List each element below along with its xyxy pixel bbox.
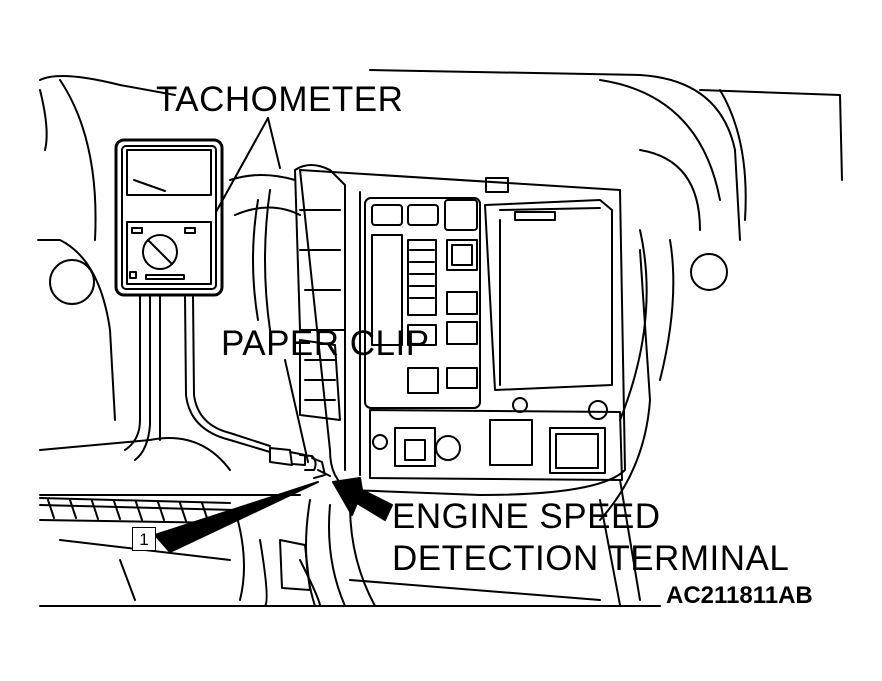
engine-speed-arrow [332,477,393,521]
paper-clip-probe [269,447,331,479]
tachometer [114,138,224,297]
engine-speed-label-line1: ENGINE SPEED [392,497,661,536]
leader-lines [215,117,309,463]
engine-speed-label-line2: DETECTION TERMINAL [392,539,790,578]
connector-block [229,164,376,607]
paper-clip-label: PAPER CLIP [221,324,430,363]
callout-wedge [154,481,319,553]
tachometer-leads [124,294,271,461]
figure-code: AC211811AB [666,582,813,609]
callout-number-box: 1 [132,527,156,551]
fuse-box [299,169,626,496]
engine-bay-outline [37,69,843,607]
tachometer-label: TACHOMETER [156,80,404,119]
